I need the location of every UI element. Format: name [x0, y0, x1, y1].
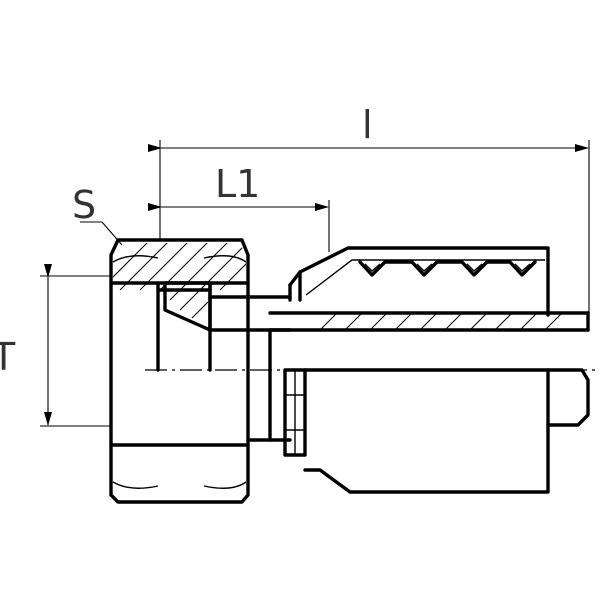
hose-tail: [268, 311, 590, 427]
dimension-l: [148, 140, 590, 318]
label-s: S: [72, 183, 96, 227]
label-l1: L1: [215, 162, 260, 206]
nut: [109, 238, 250, 504]
dimension-t: [40, 264, 112, 427]
label-l: l: [362, 103, 373, 147]
dimension-l1: [148, 200, 330, 252]
nipple: [163, 281, 307, 457]
label-t: T: [0, 335, 16, 379]
